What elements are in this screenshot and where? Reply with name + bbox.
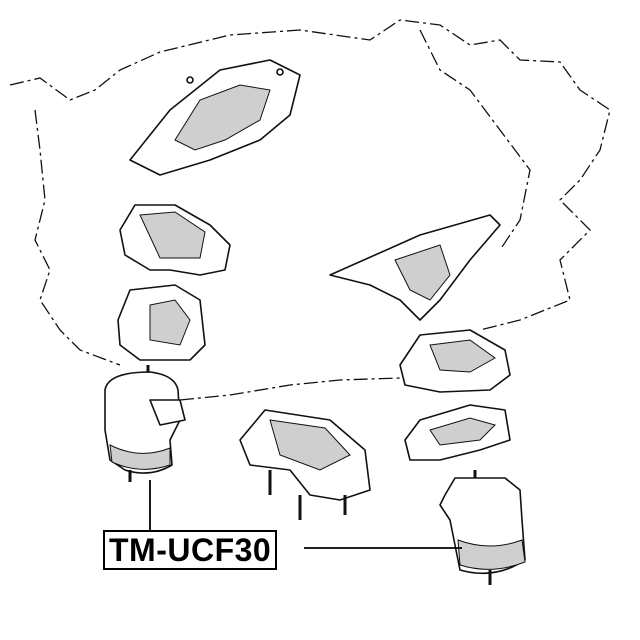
part-number-label: TM-UCF30 bbox=[103, 530, 278, 570]
right-bracket-plate bbox=[329, 214, 501, 321]
left-bracket-upper bbox=[119, 204, 231, 276]
left-engine-mount bbox=[104, 365, 186, 482]
engine-outline-right bbox=[419, 29, 531, 251]
engine-outline-middle bbox=[179, 377, 401, 401]
right-engine-mount bbox=[439, 470, 526, 585]
right-insulator bbox=[399, 329, 511, 393]
right-small-bracket bbox=[404, 404, 511, 461]
center-mount-bracket bbox=[239, 409, 371, 520]
cover-plate bbox=[129, 59, 301, 176]
engine-outline bbox=[9, 19, 611, 331]
left-bracket-lower bbox=[117, 284, 206, 361]
engine-outline-lower bbox=[34, 109, 121, 366]
